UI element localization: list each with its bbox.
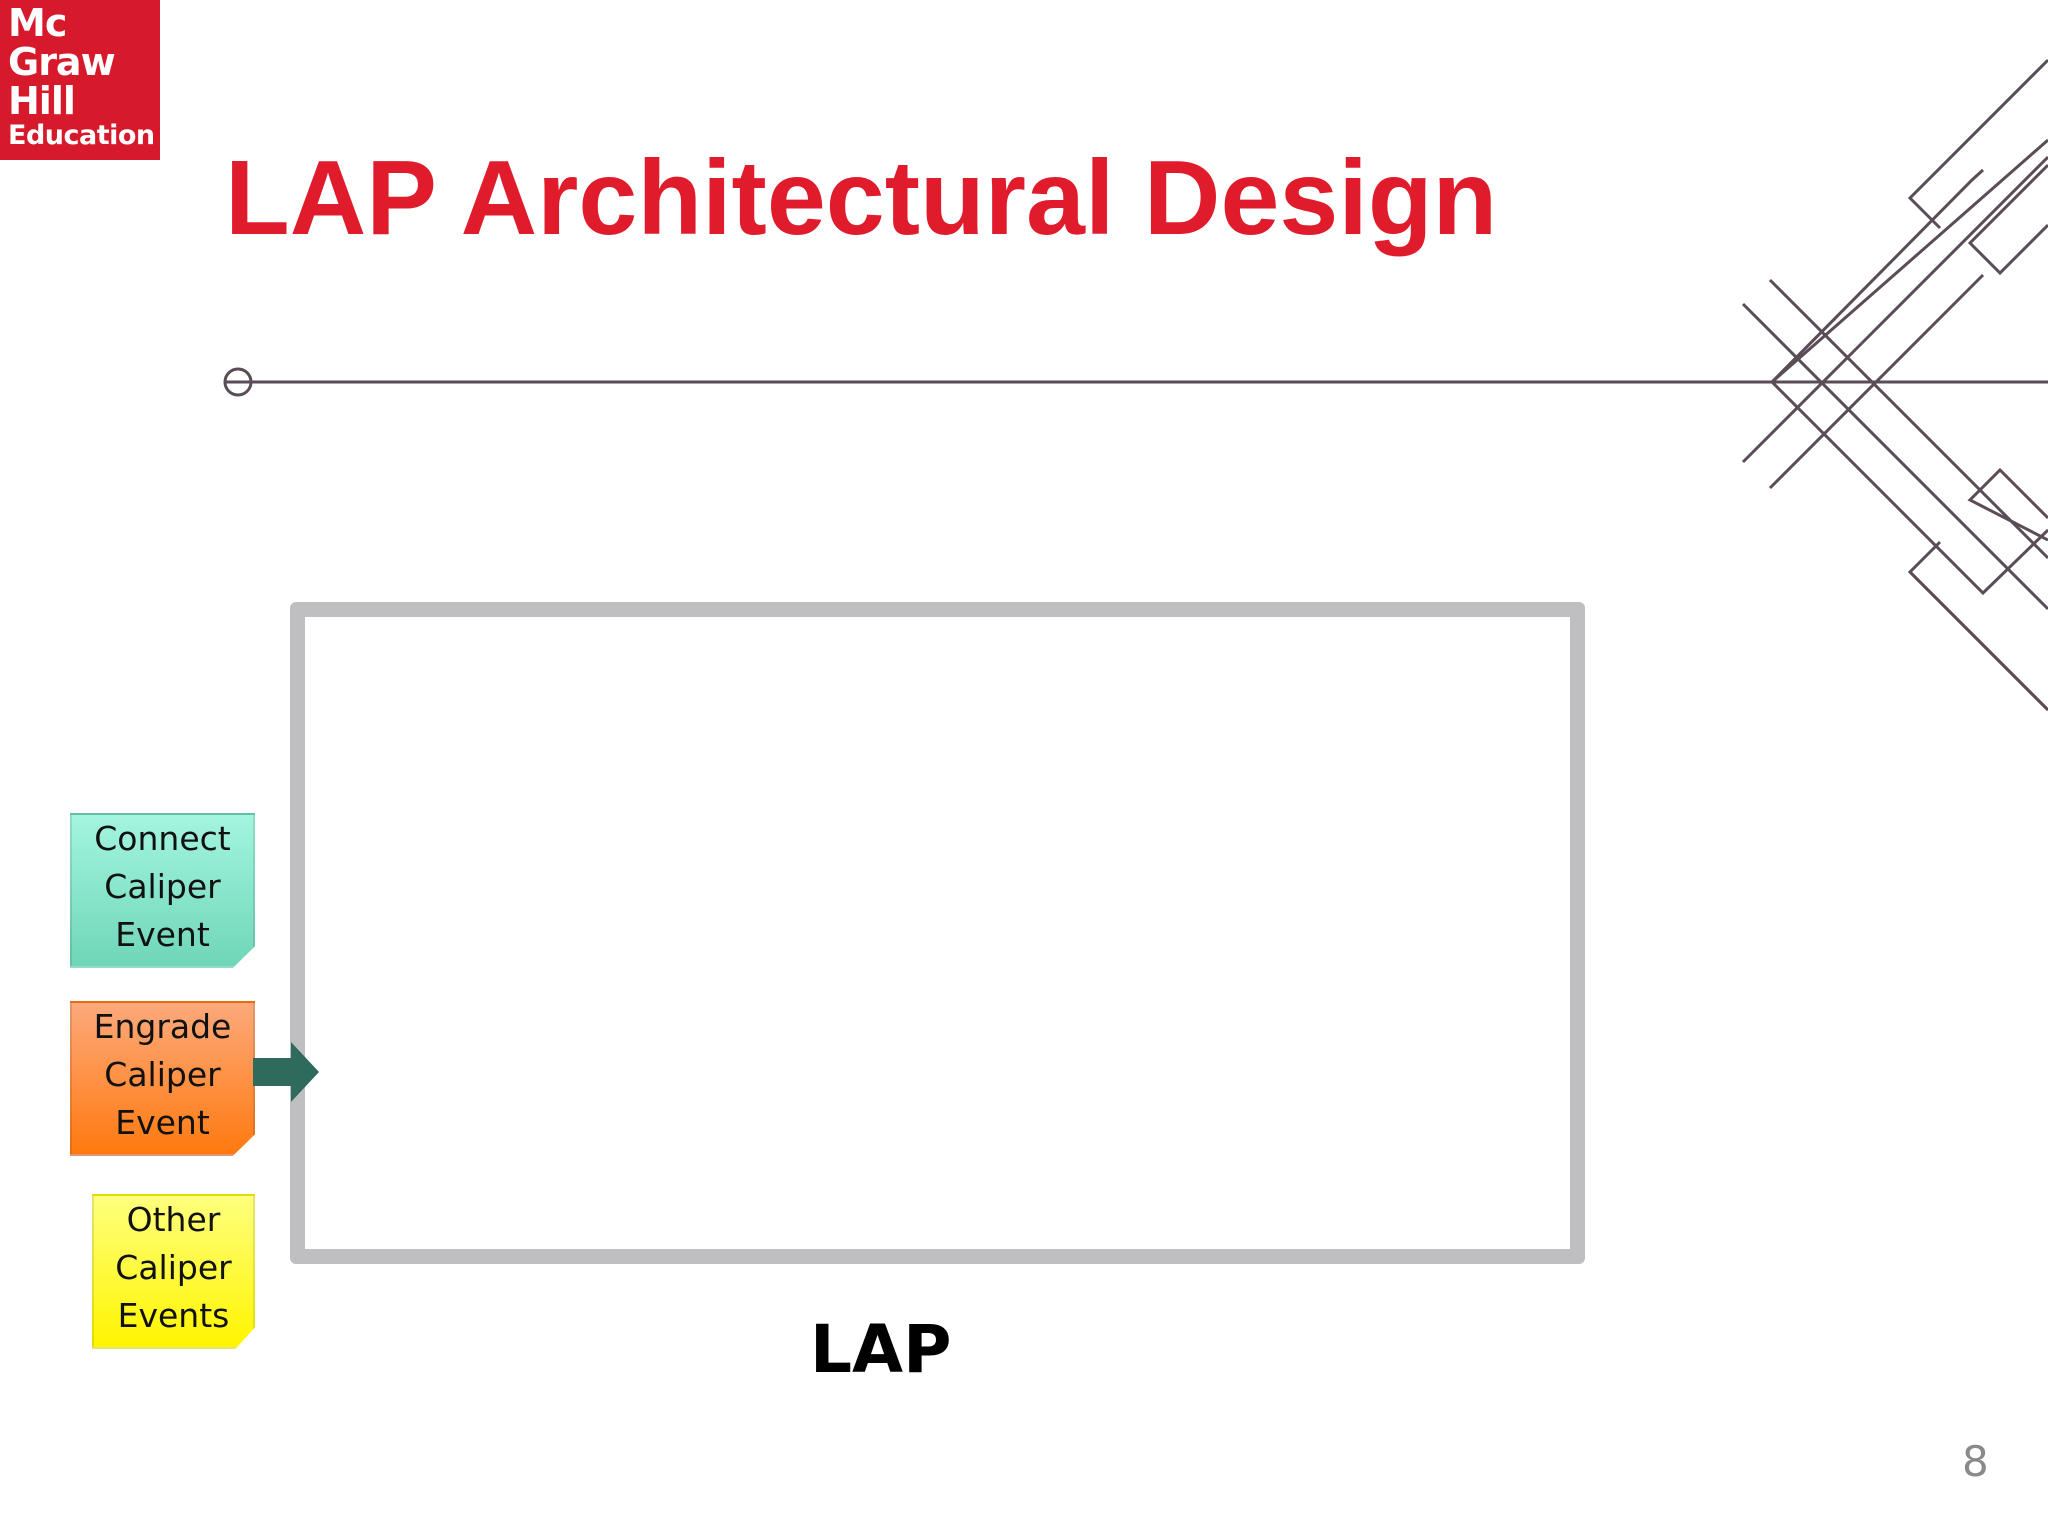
note-line: Engrade: [93, 1007, 232, 1046]
engrade-caliper-event-note: Engrade Caliper Event: [70, 1001, 255, 1156]
mcgraw-hill-education-logo: Mc Graw Hill Education: [0, 0, 160, 160]
note-line: Caliper: [104, 1055, 221, 1094]
diamond-mid: [1770, 168, 1985, 384]
logo-line-mc: Mc: [8, 1, 67, 45]
right-arrow-icon: [253, 1042, 319, 1102]
other-caliper-events-note: Other Caliper Events: [92, 1194, 255, 1349]
diag-line-6: [1908, 570, 2048, 712]
diag-line-1: [1741, 302, 2048, 611]
diamond-inner-top: [1967, 163, 2048, 276]
logo-line-hill: Hill: [8, 79, 76, 123]
note-line: Events: [117, 1296, 230, 1335]
diag-line-4: [1768, 273, 1985, 490]
diamond-big: [1769, 138, 2048, 596]
diamond-outer-bottom: [1907, 540, 2048, 712]
note-line: Event: [115, 915, 210, 954]
note-line: Other: [126, 1200, 221, 1239]
logo-line-graw: Graw: [8, 40, 116, 84]
title-rule-endpoint: [223, 367, 253, 397]
logo-line-education: Education: [8, 120, 155, 151]
note-line: Connect: [94, 819, 231, 858]
lap-container-box: [290, 602, 1585, 1264]
note-line: Caliper: [104, 867, 221, 906]
lap-label: LAP: [810, 1311, 952, 1388]
slide-title: LAP Architectural Design: [225, 139, 1498, 257]
connect-caliper-event-note: Connect Caliper Event: [70, 813, 255, 968]
diamond-outer: [1907, 58, 2048, 230]
page-number: 8: [1962, 1437, 1989, 1486]
note-line: Event: [115, 1103, 210, 1142]
note-line: Caliper: [115, 1248, 232, 1287]
diag-line-3: [1741, 341, 1864, 464]
diamond-inner-bottom: [1967, 467, 2048, 542]
diag-line-2: [1768, 278, 2048, 560]
diag-line-5: [1860, 155, 2048, 345]
